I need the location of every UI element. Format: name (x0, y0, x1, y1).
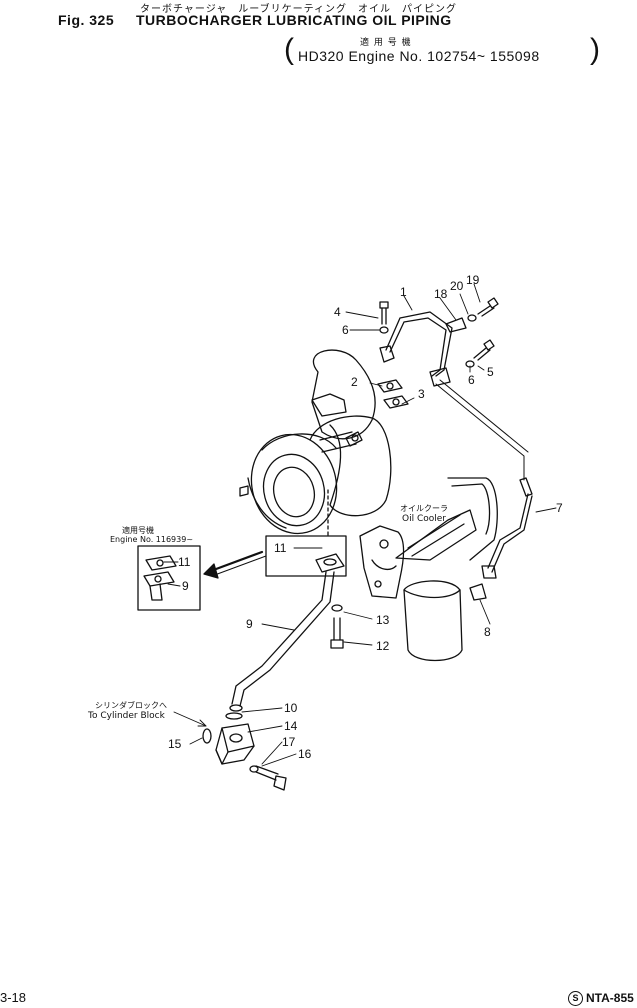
page-number: 3-18 (0, 990, 27, 1005)
bolt-12-washer-13 (330, 604, 344, 649)
figure-title: TURBOCHARGER LUBRICATING OIL PIPING (136, 12, 452, 28)
paren-right: ) (590, 33, 600, 66)
gaskets-2-3 (377, 379, 409, 409)
label-3: 3 (418, 387, 425, 401)
label-11b: 11 (178, 555, 191, 569)
label-11a: 11 (274, 541, 287, 555)
inset-engine-range: Engine No. 116939~ (110, 535, 194, 544)
pipe-7 (469, 477, 533, 601)
part-number-labels: 1 2 3 4 5 6 6 7 8 9 9 10 11 11 12 13 14 … (168, 273, 563, 761)
label-6b: 6 (468, 373, 475, 387)
label-18: 18 (434, 287, 448, 301)
bolts-upper (379, 297, 499, 368)
label-4: 4 (334, 305, 341, 319)
label-8: 8 (484, 625, 491, 639)
cylinder-block-label-jp: シリンダブロックへ (95, 701, 167, 710)
cylinder-block-label: To Cylinder Block (88, 711, 165, 721)
leader-lines (163, 283, 557, 767)
applicability-japanese: 適 用 号 機 (360, 38, 412, 48)
title-japanese: ターボチャージャ ルーブリケーティング オイル パイピング (140, 4, 457, 15)
paren-left: ( (284, 33, 294, 66)
supply-pipe-1 (379, 311, 467, 387)
label-1: 1 (400, 285, 407, 299)
label-6a: 6 (342, 323, 349, 337)
label-5: 5 (487, 365, 494, 379)
label-15: 15 (168, 737, 182, 751)
label-19: 19 (466, 273, 480, 287)
applicability-range: HD320 Engine No. 102754~ 155098 (298, 48, 540, 64)
figure-label: Fig. 325 (58, 12, 115, 28)
inset-box (137, 545, 267, 611)
document-code: NTA-855 (586, 991, 634, 1005)
label-12: 12 (376, 639, 390, 653)
label-2: 2 (351, 375, 358, 389)
label-10: 10 (284, 701, 298, 715)
oil-cooler-label: Oil Cooler (402, 514, 446, 524)
inset-applicability-jp: 適用号機 (122, 526, 154, 535)
label-14: 14 (284, 719, 298, 733)
label-17: 17 (282, 735, 296, 749)
label-20: 20 (450, 279, 464, 293)
turbocharger-illustration (239, 349, 392, 539)
label-16: 16 (298, 747, 312, 761)
return-pipe-9 (229, 553, 345, 712)
label-7: 7 (556, 501, 563, 515)
label-9a: 9 (246, 617, 253, 631)
label-9b: 9 (182, 579, 189, 593)
connector-block-14 (202, 712, 287, 791)
label-13: 13 (376, 613, 390, 627)
circled-s-icon: S (568, 991, 583, 1006)
detail-frame (265, 535, 347, 577)
oil-cooler-illustration (359, 477, 498, 662)
oil-cooler-label-jp: オイルクーラ (400, 504, 448, 513)
